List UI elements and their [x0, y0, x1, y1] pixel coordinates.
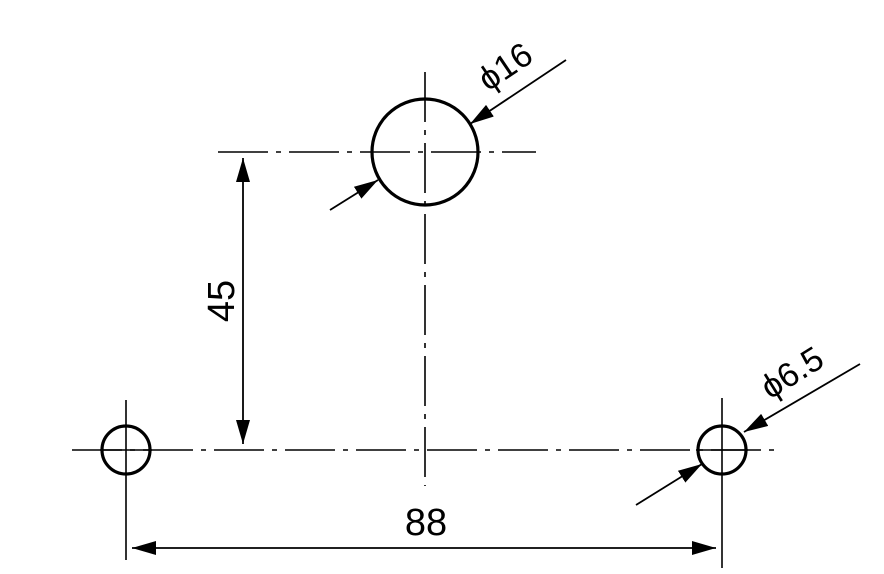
- top-hole-diameter-label: ϕ16: [471, 35, 539, 98]
- small-hole-leaders: [635, 363, 861, 506]
- top-hole-leader-inner: [329, 179, 379, 211]
- centre-lines: [72, 72, 776, 488]
- horizontal-spacing-label: 88: [405, 502, 447, 544]
- extension-lines: [125, 488, 723, 568]
- vertical-spacing-label: 45: [201, 280, 243, 322]
- top-hole-leader-outer: [469, 59, 567, 125]
- small-hole-leader-outer: [743, 363, 861, 433]
- small-hole-diameter-label: ϕ6.5: [754, 339, 830, 406]
- top-hole-leaders: [329, 59, 567, 211]
- holes: [100, 97, 748, 476]
- top-hole: [370, 97, 480, 207]
- small-hole-leader-inner: [635, 463, 703, 506]
